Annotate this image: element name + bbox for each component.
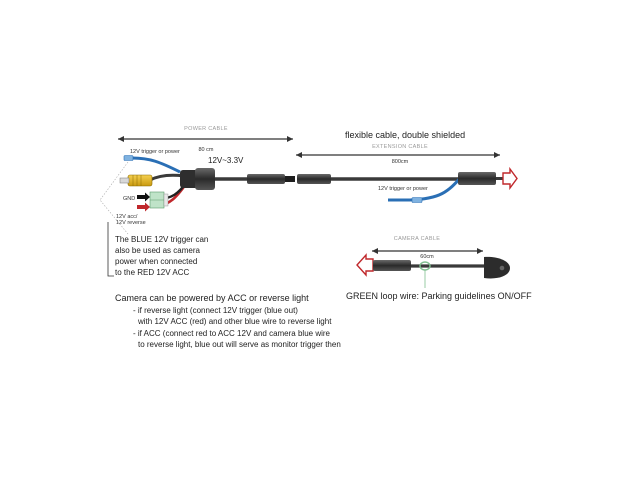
extension-direction-arrow-icon (502, 166, 518, 191)
acc-label-line-1: 12V acc/ (116, 214, 138, 220)
voltage-label: 12V~3.3V (208, 156, 244, 165)
green-terminal-block (149, 191, 169, 209)
extension-blue-terminal (411, 197, 423, 203)
acc-label-line-2: 12V reverse (116, 220, 146, 226)
blue-wire-terminal (123, 155, 134, 161)
extension-trigger-label: 12V trigger or power (378, 186, 428, 192)
camera-cable-caption: CAMERA CABLE (394, 236, 440, 242)
blue-note-line-4: to the RED 12V ACC (115, 268, 189, 277)
extension-cable-section: flexible cable, double shielded EXTENSIO… (296, 130, 518, 203)
blue-note-leader-line (107, 222, 114, 277)
power-note: Camera can be powered by ACC or reverse … (115, 293, 341, 349)
acc-arrow-icon (137, 202, 150, 212)
extension-blue-wire (388, 175, 464, 202)
camera-cable-connector (373, 260, 411, 271)
blue-note-line-1: The BLUE 12V trigger can (115, 235, 208, 244)
power-cable-section: POWER CABLE 80 cm 12V trigger or power G… (99, 126, 295, 235)
power-cable-molded-plug (195, 168, 215, 190)
extension-end-connector (458, 172, 496, 185)
blue-note-line-3: power when connected (115, 257, 197, 266)
power-trigger-label: 12V trigger or power (130, 149, 180, 155)
extension-cable-caption: EXTENSION CABLE (372, 144, 428, 150)
blue-trigger-wire (131, 156, 181, 174)
extension-cable-header: flexible cable, double shielded (345, 130, 465, 140)
power-cable-end-tip (285, 176, 295, 182)
camera-cable-section: CAMERA CABLE 60cm GREEN loop wire: Parki… (346, 236, 532, 301)
power-cable-end-connector (247, 174, 285, 184)
blue-note-line-2: also be used as camera (115, 246, 200, 255)
power-note-line-2: with 12V ACC (red) and other blue wire t… (137, 317, 332, 326)
wire-junction-sleeve (180, 170, 198, 188)
extension-start-connector (297, 174, 331, 184)
gnd-arrow-icon (137, 192, 150, 202)
camera-lens-icon (499, 265, 505, 271)
camera-head-icon (484, 256, 510, 279)
power-note-title: Camera can be powered by ACC or reverse … (115, 293, 309, 303)
extension-cable-length: 800cm (392, 159, 409, 165)
power-note-line-3: - if ACC (connect red to ACC 12V and cam… (133, 329, 331, 338)
camera-cable-length: 60cm (420, 254, 434, 260)
power-cable-caption: POWER CABLE (184, 126, 228, 132)
dotted-grouping-line (99, 161, 129, 235)
rca-yellow-connector (119, 174, 153, 187)
power-cable-length: 80 cm (199, 147, 214, 153)
power-note-line-1: - if reverse light (connect 12V trigger … (133, 306, 298, 315)
rca-video-wire (149, 173, 185, 182)
power-note-line-4: to reverse light, blue out will serve as… (138, 340, 341, 349)
blue-trigger-note: The BLUE 12V trigger can also be used as… (107, 222, 208, 277)
gnd-label: GND (123, 196, 135, 202)
green-loop-note: GREEN loop wire: Parking guidelines ON/O… (346, 291, 532, 301)
camera-direction-arrow-icon (356, 253, 374, 277)
